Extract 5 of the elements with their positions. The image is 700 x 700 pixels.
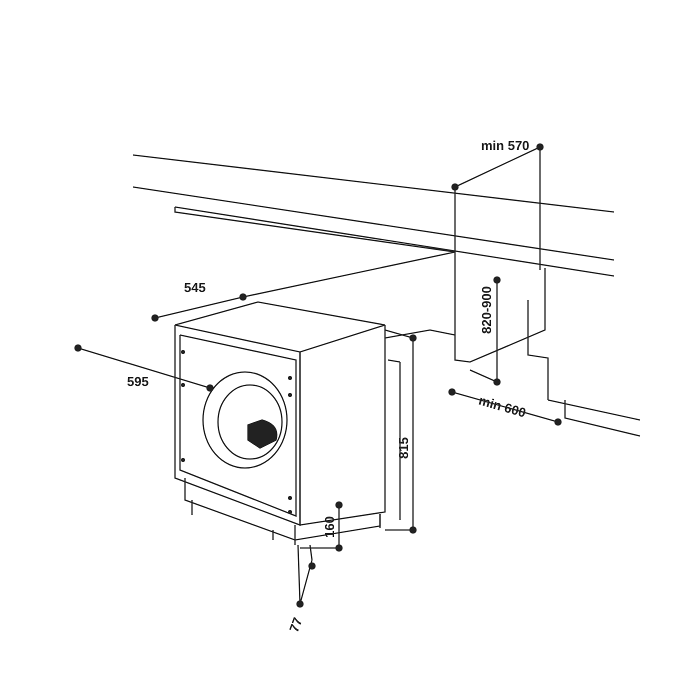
dimension-label: 820-900 [480, 286, 494, 334]
dimension-label: 77 [287, 616, 306, 634]
dimension-label: min 570 [481, 139, 530, 153]
dimension-label: 545 [184, 281, 206, 295]
dimension-label: 595 [127, 375, 149, 389]
